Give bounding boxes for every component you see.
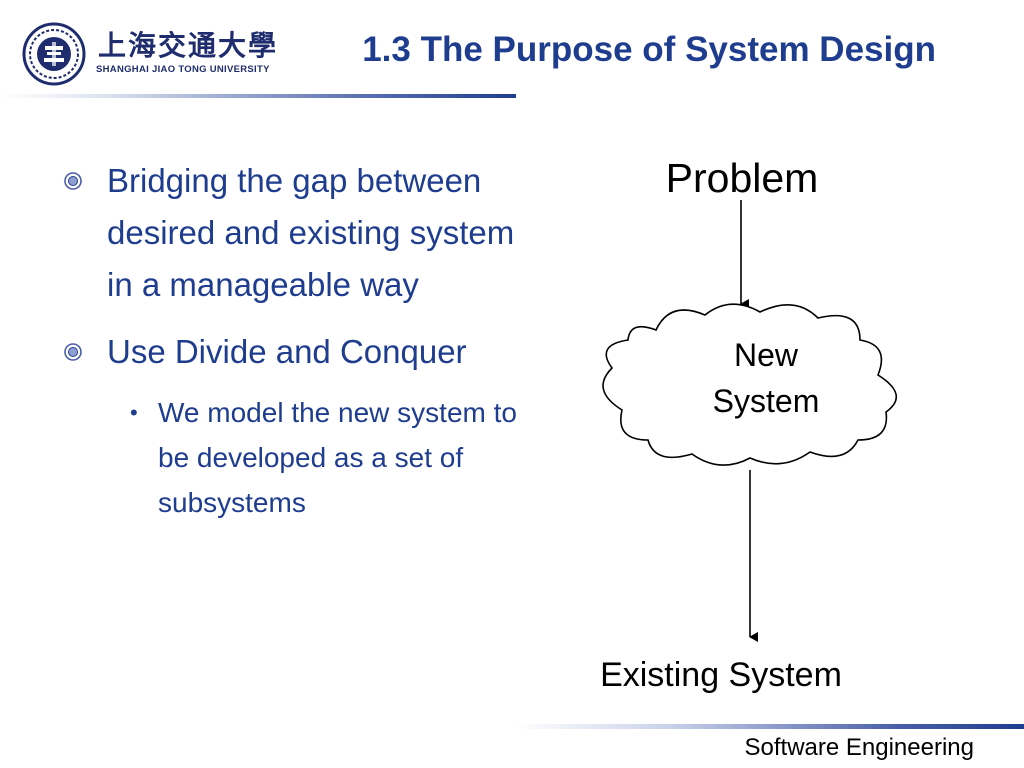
round-bullet-icon xyxy=(64,343,82,361)
footer-course-name: Software Engineering xyxy=(744,734,974,761)
bullet-text: Bridging the gap between desired and exi… xyxy=(107,162,515,303)
existing-system-label: Existing System xyxy=(600,656,842,694)
footer-divider xyxy=(516,724,1024,729)
round-bullet-icon xyxy=(64,172,82,190)
sub-bullet-text: We model the new system to be developed … xyxy=(158,397,517,518)
new-system-cloud-shape xyxy=(602,303,897,466)
slide-title: 1.3 The Purpose of System Design xyxy=(362,30,936,69)
system-design-diagram: Problem New System Existing System xyxy=(600,155,897,694)
problem-label: Problem xyxy=(666,155,819,201)
new-system-line2: System xyxy=(713,383,820,419)
header-divider xyxy=(0,94,516,98)
dot-bullet-icon: • xyxy=(130,400,138,425)
sub-bullet-item: • We model the new system to be develope… xyxy=(60,390,520,525)
bullet-item: Bridging the gap between desired and exi… xyxy=(60,155,520,311)
bullet-list: Bridging the gap between desired and exi… xyxy=(60,155,520,525)
slide-header: 上海交通大學 SHANGHAI JIAO TONG UNIVERSITY 1.3… xyxy=(0,0,1024,100)
bullet-item: Use Divide and Conquer xyxy=(60,326,520,378)
university-name-english: SHANGHAI JIAO TONG UNIVERSITY xyxy=(96,64,270,75)
university-name-chinese: 上海交通大學 xyxy=(98,29,279,62)
university-seal-icon xyxy=(22,22,86,86)
bullet-text: Use Divide and Conquer xyxy=(107,333,467,370)
new-system-line1: New xyxy=(734,337,799,373)
